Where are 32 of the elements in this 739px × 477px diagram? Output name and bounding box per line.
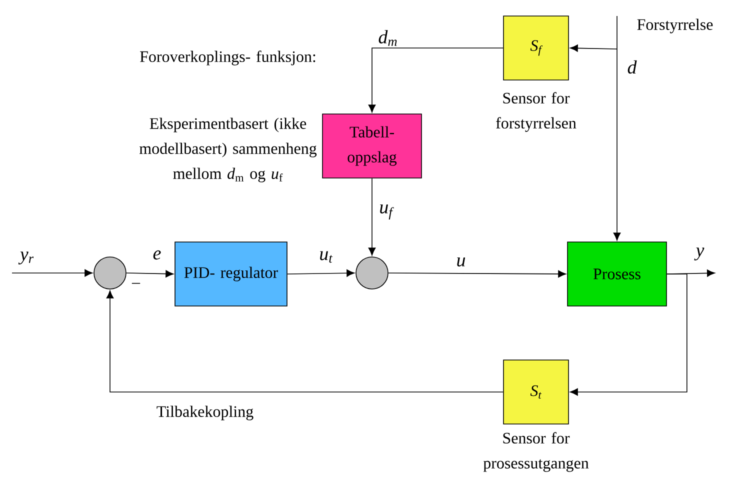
- annotation: Tilbakekopling: [156, 406, 254, 420]
- signal-label: d: [628, 60, 637, 74]
- signal-label: d$_{m}$: [378, 30, 397, 46]
- block-box: Prosess: [567, 242, 667, 306]
- signal-label: y$_{r}$: [18, 252, 34, 264]
- arrow: [126, 270, 174, 278]
- annotation: Foroverkoplings- funksjon:: [140, 50, 316, 66]
- arrow: [368, 48, 504, 113]
- sensor-box: S$_{f}$: [503, 16, 569, 80]
- summing-junction: [94, 256, 126, 290]
- summing-junction: [356, 256, 388, 290]
- block-box: Tabell- oppslag: [322, 114, 422, 178]
- sensor-caption: Sensor for forstyrrelsen: [496, 92, 576, 132]
- arrow: [368, 178, 376, 256]
- annotation: –: [132, 282, 140, 284]
- annotation: Eksperimentbasert (ikke modellbasert) sammenheng mellom d$_{m}$ og u$_{f}$: [139, 118, 317, 182]
- block-box: PID- regulator: [174, 242, 288, 306]
- arrow: [613, 16, 621, 241]
- annotation: Forstyrrelse: [637, 18, 713, 34]
- signal-label: y: [694, 248, 704, 260]
- arrow: [287, 269, 355, 277]
- arrow: [570, 274, 688, 396]
- signal-label: e: [153, 250, 161, 260]
- signal-label: u: [457, 258, 466, 266]
- signal-label: u$_{t}$: [320, 251, 333, 263]
- arrow: [106, 290, 504, 392]
- signal-label: u$_{f}$: [380, 204, 394, 220]
- sensor-caption: Sensor for prosessutgangen: [483, 432, 589, 472]
- arrow: [12, 269, 93, 277]
- arrow: [570, 44, 618, 52]
- arrow: [388, 270, 566, 278]
- sensor-box: S$_{t}$: [503, 360, 569, 424]
